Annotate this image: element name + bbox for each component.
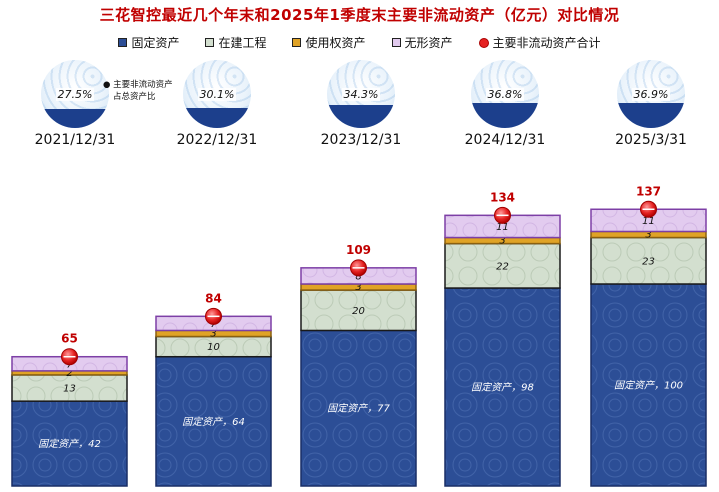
ratio-orb-bg: [183, 60, 251, 128]
ratio-value-2023: 34.3%: [341, 88, 381, 101]
legend-label-total: 主要非流动资产合计: [492, 36, 601, 50]
ratio-orb-fill: [327, 104, 395, 128]
bar-label-fixed-assets: 固定资产，64: [182, 416, 245, 428]
ratio-value-2025: 36.9%: [631, 88, 671, 101]
ratio-value-2024: 36.8%: [485, 88, 525, 101]
ratio-note-line1: ● 主要非流动资产: [103, 80, 173, 90]
bar-label-fixed-assets: 固定资产，42: [38, 438, 101, 450]
year-label-2023: 2023/12/31: [320, 132, 402, 148]
ratio-orb-fill: [617, 102, 685, 128]
ratio-note: ● 主要非流动资产 占总资产比: [103, 79, 173, 103]
bar-label-right-of-use: 3: [355, 282, 361, 293]
legend-label-intangible: 无形资产: [404, 36, 453, 50]
total-label: 134: [490, 190, 515, 204]
bar-label-construction: 13: [63, 384, 76, 395]
bar-label-fixed-assets: 固定资产，77: [327, 403, 390, 415]
bar-segment-fixed-assets: [155, 355, 272, 487]
year-label-2025: 2025/3/31: [615, 132, 687, 148]
legend-label-construction: 在建工程: [218, 36, 267, 50]
bar-label-fixed-assets: 固定资产，98: [471, 382, 534, 394]
year-label-2021: 2021/12/31: [34, 132, 116, 148]
bar-segment-fixed-assets: [444, 287, 561, 487]
bar-segment-fixed-assets: [590, 283, 707, 487]
legend-item-intangible: 无形资产: [391, 34, 453, 51]
bar-label-right-of-use: 2: [66, 368, 72, 379]
total-label: 84: [205, 291, 222, 305]
ratio-orb-2023: 34.3%: [327, 60, 395, 128]
legend-item-construction: 在建工程: [205, 34, 266, 51]
year-label-2022: 2022/12/31: [176, 132, 258, 148]
bar-label-construction: 23: [642, 256, 655, 267]
bar-label-right-of-use: 3: [645, 230, 651, 241]
bar-label-construction: 20: [352, 306, 365, 317]
year-label-2024: 2024/12/31: [464, 132, 546, 148]
ratio-orb-2021: 27.5%: [41, 60, 109, 128]
bar-label-right-of-use: 3: [499, 236, 505, 247]
ratio-value-2021: 27.5%: [55, 88, 95, 101]
legend-swatch-fixed-assets: [118, 38, 128, 47]
bar-segment-construction: [300, 289, 417, 332]
legend-swatch-intangible: [391, 38, 401, 47]
ratio-orb-fill: [471, 102, 539, 128]
bar-label-intangible: 11: [496, 222, 509, 233]
legend: 固定资产 在建工程 使用权资产 无形资产 主要非流动资产合计: [0, 34, 719, 51]
total-label: 109: [346, 243, 371, 257]
ratio-orb-bg: [471, 60, 539, 128]
bar-segment-construction: [590, 236, 707, 285]
ratio-orb-fill: [41, 109, 109, 128]
ratio-orb-fill: [183, 107, 251, 128]
legend-label-fixed-assets: 固定资产: [131, 36, 180, 50]
bar-segment-fixed-assets: [300, 329, 417, 487]
chart-title: 三花智控最近几个年末和2025年1季度末主要非流动资产（亿元）对比情况: [99, 6, 620, 24]
bar-segment-fixed-assets: [11, 400, 128, 487]
bar-label-intangible: 8: [355, 271, 361, 282]
legend-item-fixed-assets: 固定资产: [118, 34, 179, 51]
total-label: 65: [61, 332, 78, 346]
ratio-orb-2022: 30.1%: [183, 60, 251, 128]
bar-label-construction: 10: [207, 342, 220, 353]
ratio-note-line2: 占总资产比: [113, 92, 156, 102]
total-label: 137: [636, 184, 661, 198]
legend-item-total: 主要非流动资产合计: [478, 34, 601, 51]
bar-label-right-of-use: 3: [210, 328, 216, 339]
bar-label-construction: 22: [496, 261, 509, 272]
legend-label-right-of-use: 使用权资产: [305, 36, 366, 50]
bar-label-fixed-assets: 固定资产，100: [614, 380, 683, 392]
legend-swatch-total: [478, 37, 489, 48]
ratio-orb-2024: 36.8%: [471, 60, 539, 128]
legend-swatch-right-of-use: [292, 38, 302, 47]
ratio-value-2022: 30.1%: [197, 88, 237, 101]
legend-swatch-construction: [205, 38, 215, 47]
bar-label-intangible: 11: [642, 216, 655, 227]
ratio-orb-2025: 36.9%: [617, 60, 685, 128]
ratio-note-line1-text: 主要非流动资产: [113, 80, 173, 90]
legend-item-right-of-use: 使用权资产: [292, 34, 366, 51]
